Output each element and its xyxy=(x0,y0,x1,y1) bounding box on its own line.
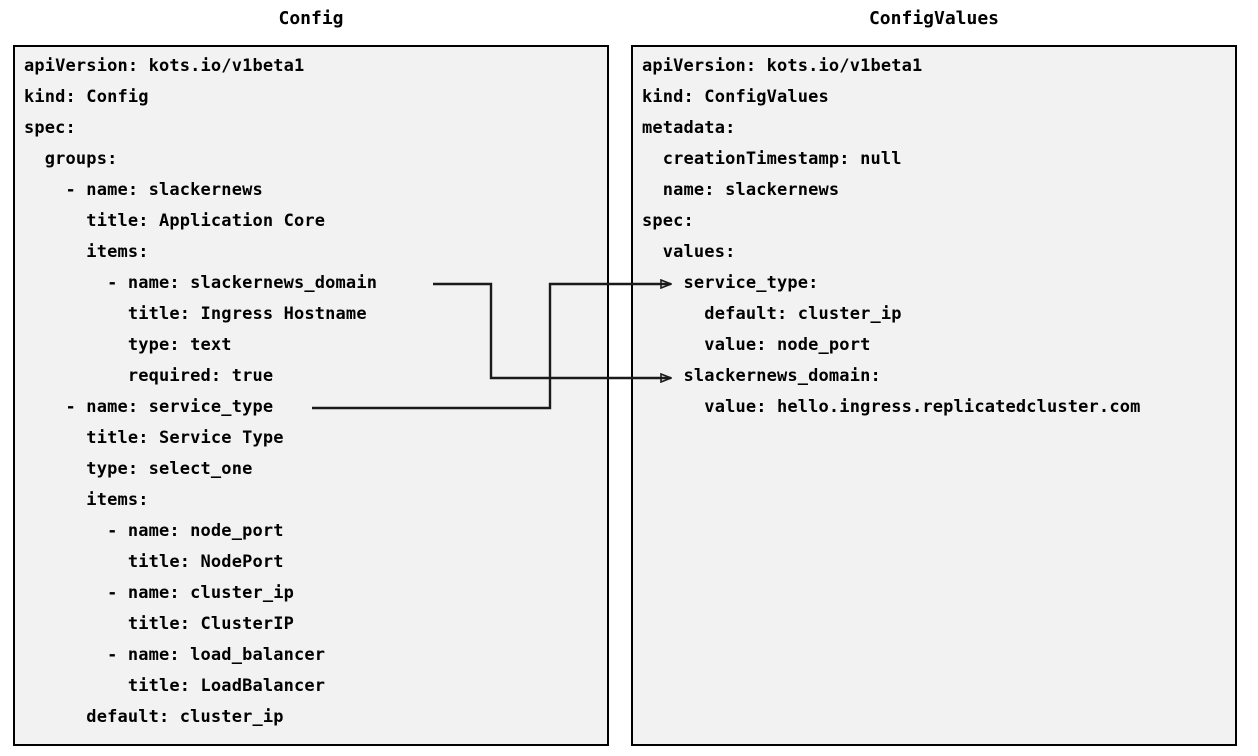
config-panel-title: Config xyxy=(278,8,344,29)
configvalues-yaml-code: apiVersion: kots.io/v1beta1 kind: Config… xyxy=(642,56,1141,417)
config-yaml-code: apiVersion: kots.io/v1beta1 kind: Config… xyxy=(24,56,378,727)
config-panel: apiVersion: kots.io/v1beta1 kind: Config… xyxy=(13,45,609,746)
configvalues-panel-title: ConfigValues xyxy=(868,8,1000,29)
configvalues-panel: apiVersion: kots.io/v1beta1 kind: Config… xyxy=(631,45,1237,746)
